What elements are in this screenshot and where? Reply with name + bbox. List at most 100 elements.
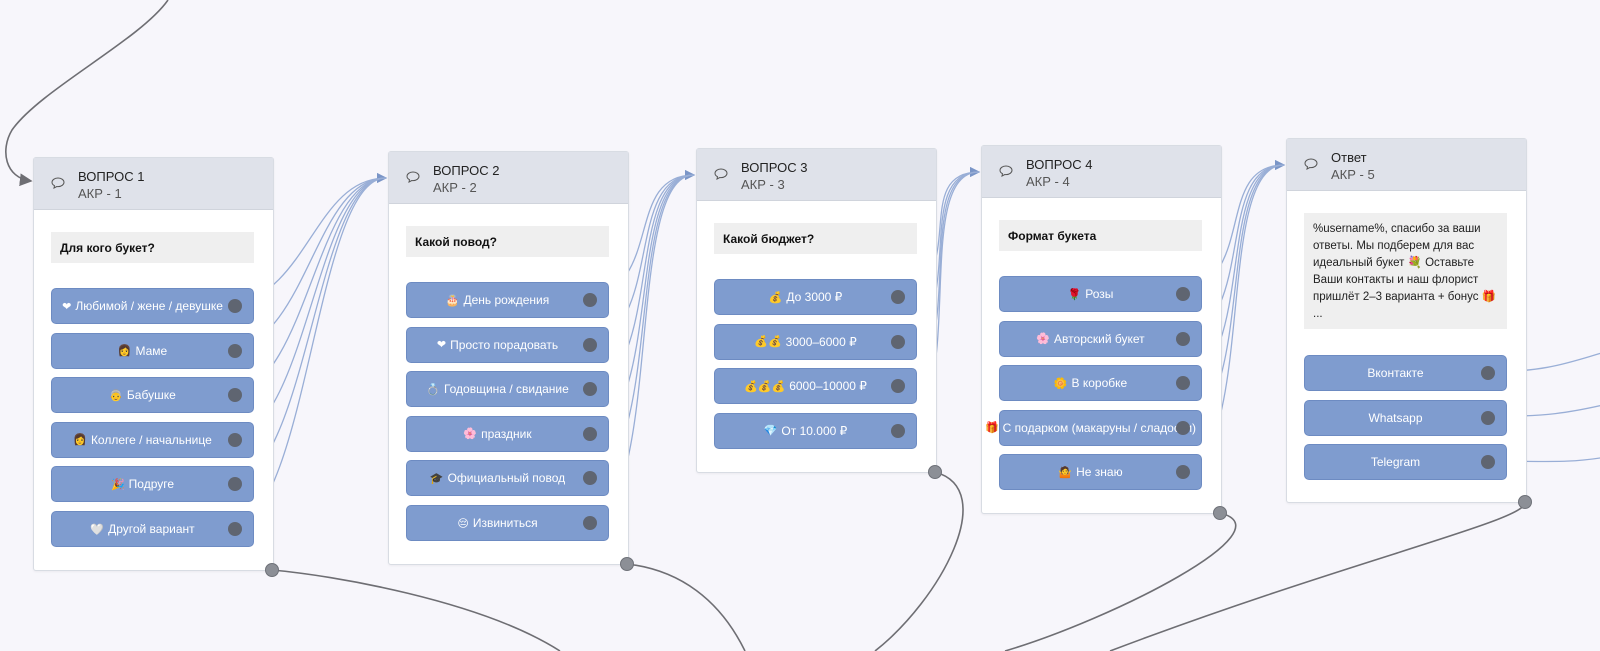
node-subtitle: АКР - 1 bbox=[78, 186, 122, 201]
option-button[interactable]: 💎От 10.000 ₽ bbox=[714, 412, 917, 449]
connector-port-icon[interactable] bbox=[583, 471, 597, 486]
node-header[interactable]: ВОПРОС 2 АКР - 2 bbox=[389, 152, 628, 204]
node-message: Какой повод? bbox=[406, 226, 609, 257]
connector-port-icon[interactable] bbox=[1481, 366, 1495, 380]
option-button[interactable]: ❤Любимой / жене / девушке bbox=[51, 288, 254, 324]
exit-port-icon[interactable] bbox=[1518, 495, 1532, 509]
option-label: День рождения bbox=[463, 293, 550, 307]
connector-port-icon[interactable] bbox=[891, 423, 905, 438]
option-button[interactable]: 🎂День рождения bbox=[406, 282, 609, 318]
option-button[interactable]: Telegram bbox=[1304, 444, 1507, 481]
option-button[interactable]: 👩Коллеге / начальнице bbox=[51, 421, 254, 458]
option-button[interactable]: 💰💰3000–6000 ₽ bbox=[714, 323, 917, 360]
option-label: Подруге bbox=[128, 477, 175, 492]
flow-line bbox=[626, 563, 746, 651]
exit-port-icon[interactable] bbox=[265, 563, 279, 577]
option-button[interactable]: Whatsapp bbox=[1304, 399, 1507, 436]
option-emoji-icon: 🌹 bbox=[1067, 287, 1082, 301]
option-button[interactable]: ❤Просто порадовать bbox=[406, 326, 609, 363]
flow-line bbox=[1004, 512, 1237, 651]
connector-port-icon[interactable] bbox=[891, 379, 905, 394]
connector-port-icon[interactable] bbox=[1176, 465, 1190, 480]
option-button[interactable]: 🤷Не знаю bbox=[999, 454, 1202, 491]
option-button[interactable]: 👩Маме bbox=[51, 332, 254, 369]
option-button[interactable]: 🎓Официальный повод bbox=[406, 460, 609, 497]
option-emoji-icon: 🎁 bbox=[984, 421, 999, 435]
option-button[interactable]: 💰До 3000 ₽ bbox=[714, 279, 917, 315]
connector-port-icon[interactable] bbox=[228, 299, 242, 313]
chat-bubble-icon bbox=[714, 168, 728, 180]
option-emoji-icon: 🌼 bbox=[1053, 376, 1068, 390]
option-label: Коллеге / начальнице bbox=[90, 432, 212, 447]
option-button[interactable]: 🌼В коробке bbox=[999, 365, 1202, 402]
question-node-2[interactable]: ВОПРОС 2 АКР - 2 Какой повод? 🎂День рождени… bbox=[388, 151, 634, 571]
option-button[interactable]: 🎁С подарком (макаруны / сладости) bbox=[985, 409, 1202, 446]
option-label: Whatsapp bbox=[1368, 410, 1423, 425]
option-emoji-icon: 🎓 bbox=[429, 471, 444, 485]
option-button[interactable]: 😔Извиниться bbox=[406, 505, 609, 541]
connector-port-icon[interactable] bbox=[228, 477, 242, 492]
connector-port-icon[interactable] bbox=[583, 516, 597, 530]
node-title: Ответ bbox=[1331, 150, 1367, 165]
connector-port-icon[interactable] bbox=[1176, 376, 1190, 391]
option-label: Авторский букет bbox=[1054, 331, 1145, 346]
exit-port-icon[interactable] bbox=[1213, 506, 1227, 520]
connector-port-icon[interactable] bbox=[1481, 410, 1495, 425]
node-subtitle: АКР - 2 bbox=[433, 180, 477, 195]
connector-port-icon[interactable] bbox=[228, 522, 242, 536]
option-emoji-icon: 👩 bbox=[117, 344, 132, 358]
option-label: До 3000 ₽ bbox=[786, 290, 843, 304]
option-emoji-icon: 💰💰💰 bbox=[744, 379, 786, 393]
node-title: ВОПРОС 2 bbox=[433, 163, 500, 178]
connector-port-icon[interactable] bbox=[1176, 420, 1190, 435]
option-button[interactable]: 👵Бабушке bbox=[51, 377, 254, 414]
node-title: ВОПРОС 1 bbox=[78, 169, 145, 184]
question-node-1[interactable]: ВОПРОС 1 АКР - 1 Для кого букет? ❤Любимой /… bbox=[33, 157, 279, 577]
option-button[interactable]: Вконтакте bbox=[1304, 355, 1507, 391]
exit-port-icon[interactable] bbox=[928, 465, 942, 479]
node-message: Для кого букет? bbox=[51, 232, 254, 263]
option-button[interactable]: 🤍Другой вариант bbox=[51, 511, 254, 547]
node-header[interactable]: ВОПРОС 1 АКР - 1 bbox=[34, 158, 273, 210]
connector-port-icon[interactable] bbox=[1176, 331, 1190, 346]
node-message: %username%, спасибо за ваши ответы. Мы п… bbox=[1304, 213, 1507, 329]
option-emoji-icon: ❤ bbox=[62, 299, 72, 313]
exit-port-icon[interactable] bbox=[620, 557, 634, 571]
connector-port-icon[interactable] bbox=[583, 382, 597, 397]
option-emoji-icon: 😔 bbox=[457, 516, 469, 530]
connector-port-icon[interactable] bbox=[891, 334, 905, 349]
option-label: С подарком (макаруны / сладости) bbox=[1002, 420, 1197, 435]
connector-port-icon[interactable] bbox=[228, 343, 242, 358]
connector-port-icon[interactable] bbox=[891, 290, 905, 304]
option-label: 3000–6000 ₽ bbox=[785, 334, 857, 349]
option-label: 6000–10000 ₽ bbox=[789, 379, 867, 394]
connector-port-icon[interactable] bbox=[228, 388, 242, 403]
connector-port-icon[interactable] bbox=[583, 293, 597, 307]
option-button[interactable]: 🌹Розы bbox=[999, 276, 1202, 312]
option-emoji-icon: 🌸 bbox=[1036, 332, 1051, 346]
connector-port-icon[interactable] bbox=[1481, 455, 1495, 470]
connector-port-icon[interactable] bbox=[583, 337, 597, 352]
connector-port-icon[interactable] bbox=[583, 426, 597, 441]
option-button[interactable]: 💍Годовщина / свидание bbox=[406, 371, 609, 408]
connector-port-icon[interactable] bbox=[1176, 287, 1190, 301]
option-label: Бабушке bbox=[126, 388, 176, 403]
option-button[interactable]: 💰💰💰6000–10000 ₽ bbox=[714, 368, 917, 405]
chat-bubble-icon bbox=[999, 165, 1013, 177]
option-button[interactable]: 🌸Авторский букет bbox=[999, 320, 1202, 357]
connector-port-icon[interactable] bbox=[228, 432, 242, 447]
option-label: Маме bbox=[135, 343, 168, 358]
option-emoji-icon: 💍 bbox=[426, 382, 440, 396]
flow-line bbox=[874, 471, 964, 651]
option-button[interactable]: 🌸праздник bbox=[406, 415, 609, 452]
option-button[interactable]: 🎉Подруге bbox=[51, 466, 254, 503]
option-emoji-icon: 🤷 bbox=[1058, 465, 1073, 479]
option-label: Другой вариант bbox=[108, 522, 195, 536]
option-emoji-icon: 💰💰 bbox=[754, 335, 782, 349]
